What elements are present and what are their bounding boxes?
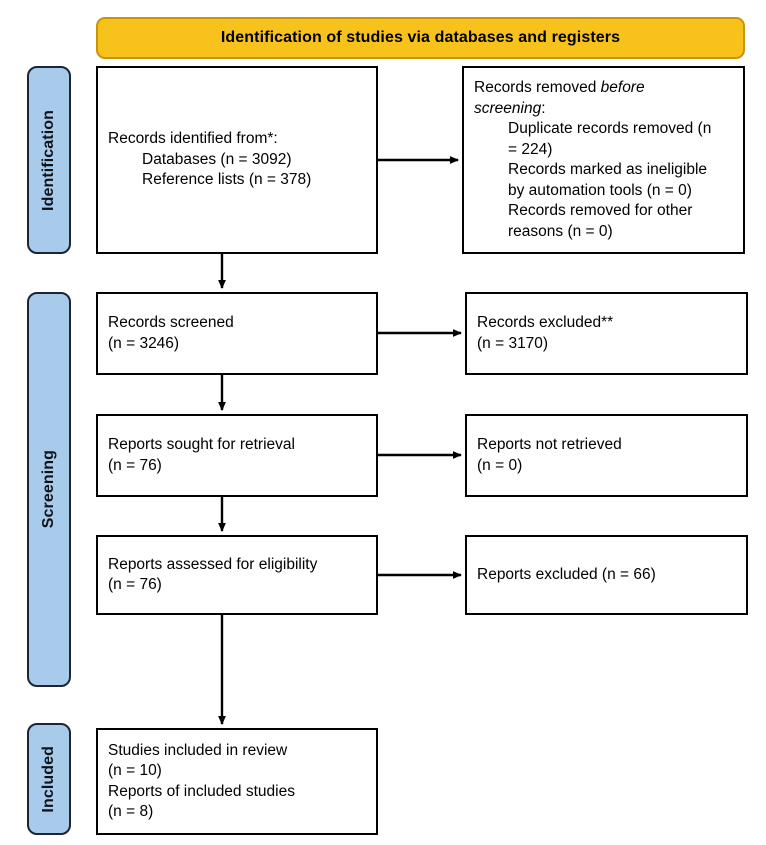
stage-bar-included: Included	[27, 723, 71, 835]
box-reports-assessed-for-eligibility: Reports assessed for eligibility (n = 76…	[96, 535, 378, 615]
box-line: Reports assessed for eligibility	[108, 555, 318, 573]
box-records-identified: Records identified from*: Databases (n =…	[96, 66, 378, 254]
box-line: Databases (n = 3092)	[142, 150, 292, 168]
box-line: Records excluded**	[477, 314, 614, 331]
box-line: (n = 0)	[477, 456, 523, 474]
box-line: (n = 3170)	[477, 334, 549, 352]
box-line: Reports excluded (n = 66)	[477, 565, 656, 583]
stage-bar-identification: Identification	[27, 66, 71, 254]
box-line: by automation tools (n = 0)	[508, 181, 692, 199]
emphasis-before: before	[600, 79, 645, 96]
diagram-title: Identification of studies via databases …	[220, 29, 621, 46]
box-records-screened: Records screened (n = 3246)	[96, 292, 378, 375]
box-line: (n = 76)	[108, 456, 162, 474]
box-line: Records identified from*:	[108, 130, 278, 148]
box-line: Reference lists (n = 378)	[142, 171, 312, 189]
box-line: (n = 76)	[108, 576, 162, 593]
box-line: (n = 3246)	[108, 334, 180, 352]
box-line: Reports not retrieved	[477, 436, 622, 453]
box-line: Reports sought for retrieval	[108, 436, 295, 453]
box-line: Records removed for other	[508, 202, 693, 219]
box-line: = 224)	[508, 140, 553, 158]
box-line: reasons (n = 0)	[508, 222, 613, 240]
box-reports-sought-for-retrieval: Reports sought for retrieval (n = 76)	[96, 414, 378, 497]
box-line: screening:	[474, 99, 546, 117]
box-line: (n = 10)	[108, 762, 162, 779]
diagram-title-banner: Identification of studies via databases …	[96, 17, 745, 59]
box-line: (n = 8)	[108, 803, 154, 820]
box-line: Records marked as ineligible	[508, 161, 708, 178]
box-line: Records screened	[108, 314, 234, 331]
box-reports-excluded: Reports excluded (n = 66)	[465, 535, 748, 615]
box-reports-not-retrieved: Reports not retrieved (n = 0)	[465, 414, 748, 497]
emphasis-screening: screening	[474, 99, 542, 117]
box-studies-included-in-review: Studies included in review (n = 10) Repo…	[96, 728, 378, 835]
box-line: Records removed before	[474, 79, 645, 96]
box-records-excluded: Records excluded** (n = 3170)	[465, 292, 748, 375]
box-line: Reports of included studies	[108, 782, 295, 800]
stage-bar-screening: Screening	[27, 292, 71, 687]
box-line: Duplicate records removed (n	[508, 120, 712, 137]
box-line: Studies included in review	[108, 741, 288, 759]
box-records-removed-before-screening: Records removed before screening: Duplic…	[462, 66, 745, 254]
